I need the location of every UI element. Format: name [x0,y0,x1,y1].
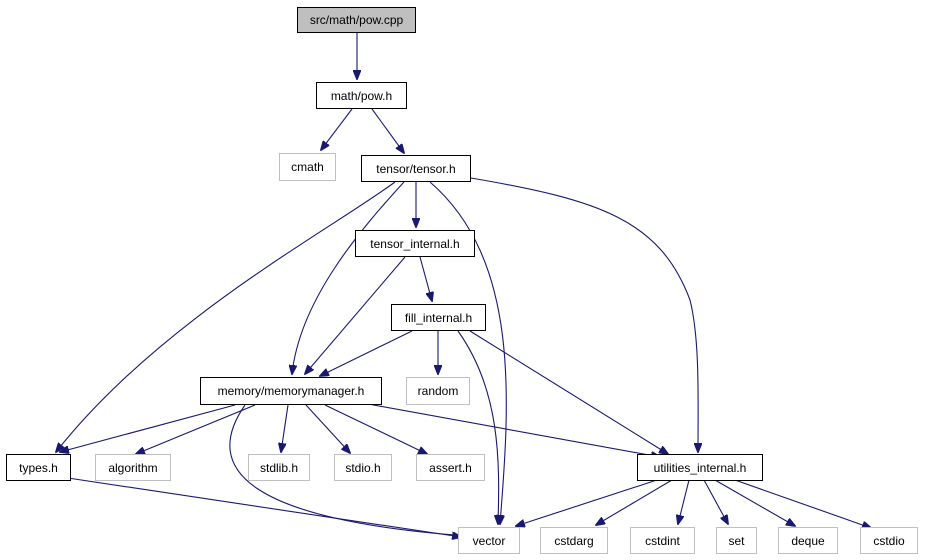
node-math-pow-h[interactable]: math/pow.h [316,82,407,109]
node-cstdio: cstdio [860,527,918,554]
edge-tensor-memory [292,181,405,374]
edge-tensorinternal-fill [419,256,432,301]
edge-utilities-cstdarg [596,479,673,525]
edge-tensor-types [56,181,396,452]
edge-memory-types [60,404,236,452]
node-memory-memorymanager-h[interactable]: memory/memorymanager.h [200,377,382,405]
node-cstdarg: cstdarg [540,527,608,554]
edge-powh-cmath [321,108,353,150]
edge-utilities-cstdint [678,479,690,524]
edge-memory-stdlib [281,404,289,452]
node-vector: vector [458,527,520,554]
edge-fill-memory [320,330,413,376]
node-algorithm: algorithm [95,454,171,481]
node-cstdint: cstdint [630,527,695,554]
edge-fill-utilities [469,330,668,454]
edge-tensor-utilities [470,177,698,452]
node-stdio-h: stdio.h [334,454,392,481]
edge-types-vector [67,477,461,537]
edge-memory-algorithm [136,404,256,454]
node-stdlib-h: stdlib.h [248,454,310,481]
edge-memory-assert [324,404,427,454]
edge-utilities-deque [714,479,795,526]
node-set: set [716,527,757,554]
node-tensor-internal-h[interactable]: tensor_internal.h [355,230,475,257]
edge-utilities-cstdio [734,479,871,528]
node-tensor-tensor-h[interactable]: tensor/tensor.h [361,155,471,182]
node-cmath: cmath [279,153,336,181]
node-pow-cpp[interactable]: src/math/pow.cpp [297,7,416,33]
node-fill-internal-h[interactable]: fill_internal.h [391,304,486,331]
edge-memory-utilities [367,403,660,457]
node-types-h[interactable]: types.h [6,454,71,481]
edge-memory-stdio [305,404,350,453]
node-deque: deque [778,527,838,554]
edge-memory-vector [229,404,467,536]
node-random: random [406,377,470,405]
node-utilities-internal-h[interactable]: utilities_internal.h [637,454,763,481]
node-assert-h: assert.h [416,454,485,481]
edge-utilities-set [703,479,728,524]
edge-tensorinternal-memory [305,256,406,374]
edge-utilities-vector [516,478,661,526]
edge-tensor-vector [429,181,507,524]
edge-fill-vector [457,330,499,524]
edge-powh-tensor [371,108,404,153]
